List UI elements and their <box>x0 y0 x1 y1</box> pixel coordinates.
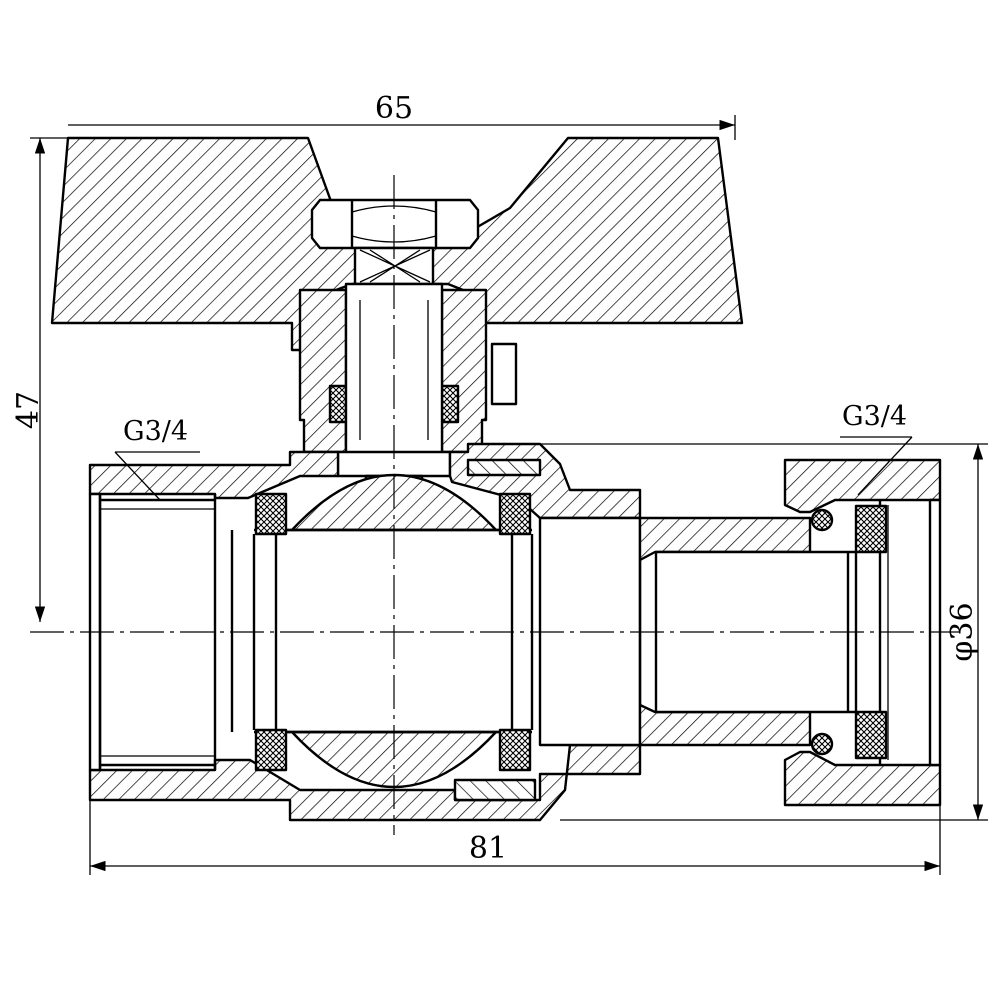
thread-right-text: G3/4 <box>842 401 907 432</box>
thread-left-text: G3/4 <box>123 416 188 447</box>
dim-width-top: 65 <box>375 91 413 126</box>
dimension-36: φ36 <box>530 443 988 821</box>
center-lines <box>30 175 960 835</box>
dimension-81: 81 <box>89 800 941 875</box>
dim-height-left: 47 <box>11 391 46 429</box>
dimension-47: 47 <box>11 137 68 622</box>
valve-body-upper <box>88 442 642 520</box>
hex-nut <box>310 198 480 250</box>
dim-length-bottom: 81 <box>469 831 507 866</box>
valve-body-lower <box>88 743 642 822</box>
dim-diameter-right: φ36 <box>945 602 980 661</box>
valve-ball <box>252 473 534 789</box>
dimension-65: 65 <box>68 91 736 140</box>
thread-label-left: G3/4 <box>114 416 200 501</box>
thread-label-right: G3/4 <box>840 401 913 496</box>
